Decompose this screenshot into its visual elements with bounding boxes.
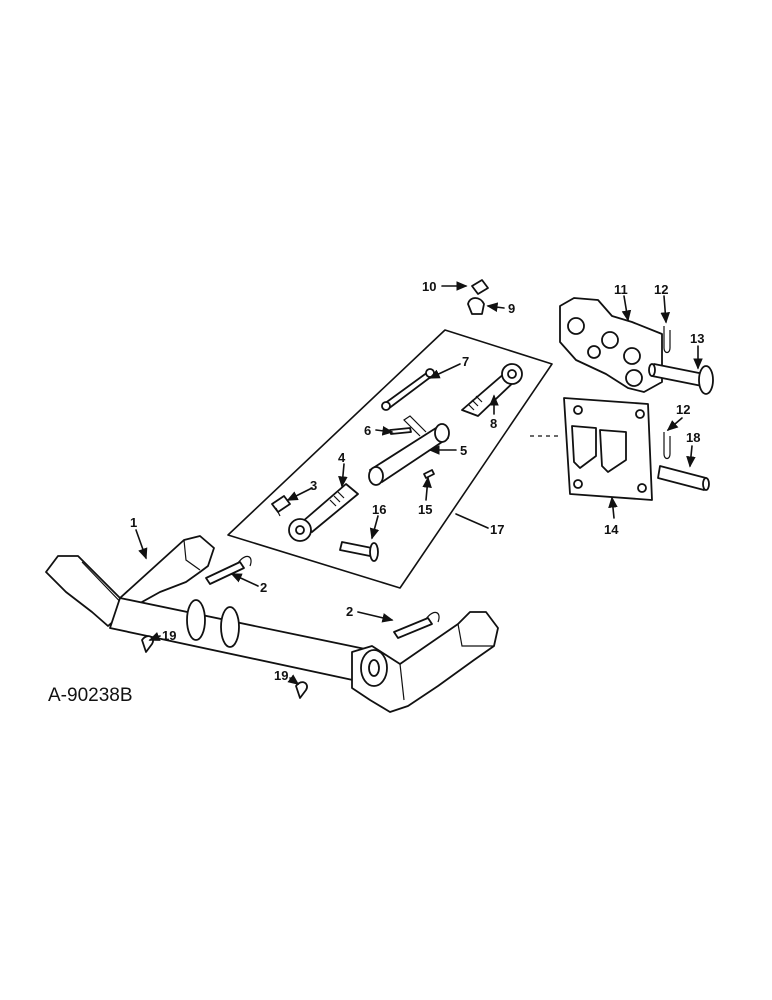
callout-19-left: 19	[162, 628, 176, 643]
mounting-bracket	[559, 297, 663, 393]
callout-3: 3	[310, 478, 317, 493]
lock-pin	[423, 469, 435, 479]
callout-13: 13	[690, 331, 704, 346]
callout-11: 11	[614, 282, 628, 297]
retainer-clip	[467, 297, 485, 315]
turnbuckle-end	[461, 363, 523, 417]
mounting-plate	[530, 397, 653, 501]
callout-5: 5	[460, 443, 467, 458]
clevis-pin	[271, 495, 291, 517]
callout-6: 6	[364, 423, 371, 438]
callout-12-lower: 12	[676, 402, 690, 417]
spring-clip-upper	[663, 326, 671, 354]
spring-clip-lower	[663, 432, 671, 460]
callout-12-upper: 12	[654, 282, 668, 297]
adjusting-rod	[381, 368, 435, 411]
kit-outline	[227, 329, 553, 589]
callout-4: 4	[338, 450, 346, 465]
clip-left	[141, 635, 154, 653]
cotter-pin	[389, 427, 412, 435]
bracket-pin	[648, 363, 714, 395]
callout-15: 15	[418, 502, 432, 517]
bolt	[339, 541, 379, 562]
leader-lines	[135, 281, 703, 685]
callout-10: 10	[422, 279, 436, 294]
callout-7: 7	[462, 354, 469, 369]
callout-9: 9	[508, 301, 515, 316]
callout-14: 14	[604, 522, 619, 537]
hitch-pin-right	[393, 611, 440, 639]
callout-17: 17	[490, 522, 504, 537]
callout-18: 18	[686, 430, 700, 445]
link-end	[288, 483, 359, 542]
callout-1: 1	[130, 515, 137, 530]
plate-pin	[657, 465, 710, 491]
callout-2-right: 2	[346, 604, 353, 619]
figure-id: A-90238B	[48, 685, 133, 706]
callout-16: 16	[372, 502, 386, 517]
hitch-pin-left	[205, 555, 252, 585]
drawbar-assembly	[45, 535, 499, 713]
callout-19-right: 19	[274, 668, 288, 683]
pin-cap	[471, 279, 489, 295]
callout-2-left: 2	[260, 580, 267, 595]
turnbuckle-body	[368, 415, 450, 486]
callout-8: 8	[490, 416, 497, 431]
